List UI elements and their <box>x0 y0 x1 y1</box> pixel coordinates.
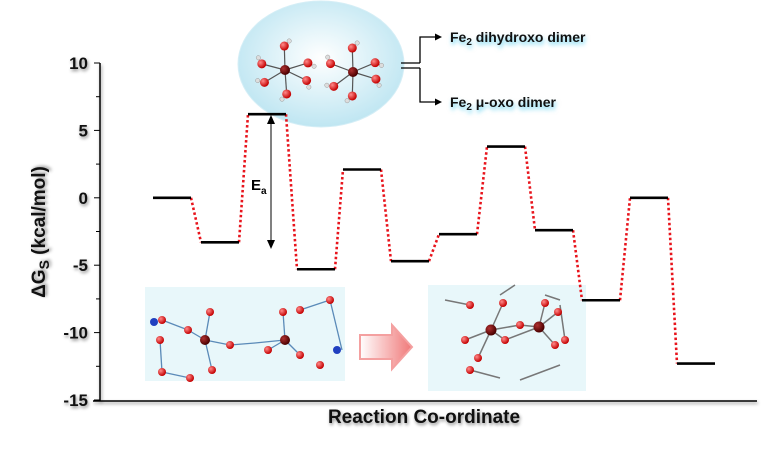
y-axis-label-unit: (kcal/mol) <box>29 166 50 260</box>
connector-line <box>237 114 250 243</box>
connector-line <box>475 146 489 235</box>
connector-line <box>189 197 203 243</box>
x-axis-label: Reaction Co-ordinate <box>328 407 520 428</box>
y-axis-label-sub: S <box>36 260 52 269</box>
product-label-mu-oxo: Fe2 μ-oxo dimer <box>450 94 556 113</box>
transform-arrow-icon <box>359 322 414 372</box>
ea-label: Ea <box>251 177 267 197</box>
connector-line <box>571 229 584 301</box>
product-label-dihydroxo: Fe2 dihydroxo dimer <box>450 29 586 48</box>
y-tick-label: 0 <box>79 189 88 208</box>
y-tick-label: -5 <box>73 256 88 275</box>
right-molecule-image <box>444 284 569 381</box>
y-tick-label: -15 <box>63 391 88 410</box>
y-axis-label-main: ΔG <box>29 269 50 297</box>
connector-line <box>523 146 537 231</box>
ea-arrow <box>267 115 275 249</box>
connector-line <box>618 197 632 301</box>
connector-line <box>333 169 345 270</box>
connector-line <box>284 114 299 270</box>
left-molecule-image <box>150 296 343 382</box>
connector-line <box>666 197 679 364</box>
y-axis-label: ΔGS (kcal/mol) <box>29 166 52 298</box>
ea-label-main: E <box>251 177 261 194</box>
product-branch-arrows <box>401 36 436 103</box>
y-tick-label: -10 <box>63 324 88 343</box>
y-tick-label: 5 <box>79 121 88 140</box>
connector-line <box>379 169 393 262</box>
inset-left-structure <box>145 287 345 381</box>
connector-line <box>427 233 441 262</box>
y-tick-label: 10 <box>69 54 88 73</box>
ea-label-sub: a <box>261 186 267 197</box>
reactant-bubble <box>237 0 405 128</box>
fe-monomers-image <box>255 38 385 104</box>
